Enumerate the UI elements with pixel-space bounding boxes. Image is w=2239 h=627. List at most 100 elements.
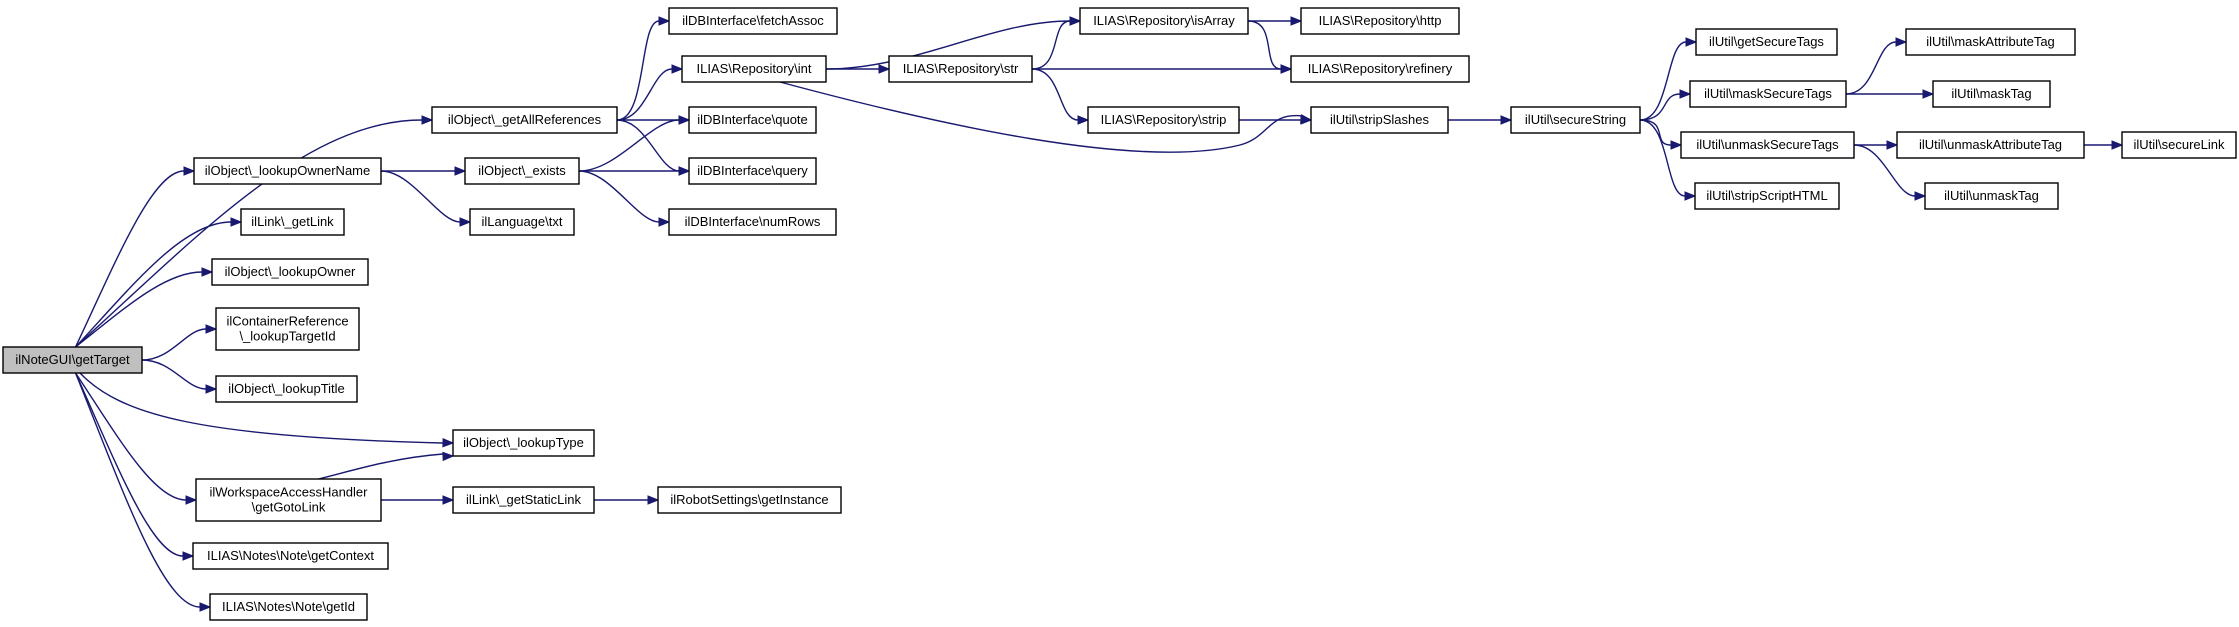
node-getId[interactable]: ILIAS\Notes\Note\getId [209,593,368,621]
arrowhead-stripSlashes-to-secureString [1500,115,1513,125]
node-box [193,157,382,185]
edge-repoStr-to-repoStrip [1031,68,1079,121]
edge-getAllReferences-to-repoInt [616,68,673,121]
node-box [215,375,358,403]
node-box [657,486,842,514]
node-box [1310,106,1449,134]
node-label: ILIAS\Notes\Note\getId [222,599,355,614]
node-repoStrip[interactable]: ILIAS\Repository\strip [1087,106,1240,134]
arrowhead-repoStrip-to-stripSlashes [1300,115,1313,125]
node-getContext[interactable]: ILIAS\Notes\Note\getContext [192,542,389,570]
node-getSecureTags[interactable]: ilUtil\getSecureTags [1695,28,1838,56]
node-isArray[interactable]: ILIAS\Repository\isArray [1079,7,1249,35]
node-root[interactable]: ilNoteGUI\getTarget [2,346,143,374]
node-lookupType[interactable]: ilObject\_lookupType [452,429,595,457]
node-lookupOwnerName[interactable]: ilObject\_lookupOwnerName [193,157,382,185]
arrowhead-lookupOwnerName-to-langTxt [459,217,472,227]
node-label: ilDBInterface\fetchAssoc [682,13,824,28]
arrowhead-lookupOwnerName-to-exists [454,166,467,176]
node-label: ilObject\_lookupType [463,435,584,450]
node-label: ILIAS\Repository\http [1319,13,1442,28]
node-box [668,7,838,35]
arrowhead-isArray-to-repoHttp [1290,16,1303,26]
edge-repoInt-to-isArray [825,20,1071,70]
arrowhead-exists-to-quote [678,115,691,125]
node-getGotoLink[interactable]: ilWorkspaceAccessHandler\getGotoLink [195,478,382,522]
node-label: ilObject\_lookupTitle [228,381,345,396]
node-maskTag[interactable]: ilUtil\maskTag [1932,80,2051,108]
arrowhead-root-to-lookupOwner [201,267,214,277]
node-box [1290,55,1470,83]
node-box [431,106,618,134]
node-maskSecureTags[interactable]: ilUtil\maskSecureTags [1689,80,1847,108]
node-secureLink[interactable]: ilUtil\secureLink [2121,131,2237,159]
node-stripSlashes[interactable]: ilUtil\stripSlashes [1310,106,1449,134]
node-box [1932,80,2051,108]
node-unmaskSecureTags[interactable]: ilUtil\unmaskSecureTags [1680,131,1855,159]
arrowhead-root-to-lookupOwnerName [183,166,196,176]
node-repoStr[interactable]: ILIAS\Repository\str [888,55,1033,83]
node-box [1905,28,2076,56]
node-langTxt[interactable]: ilLanguage\txt [469,208,575,236]
edge-root-to-lookupType [79,372,452,444]
node-box [681,55,827,83]
node-unmaskTag[interactable]: ilUtil\unmaskTag [1924,182,2059,210]
arrowhead-secureString-to-unmaskSecureTags [1670,140,1683,150]
node-label: ILIAS\Repository\str [903,61,1019,76]
node-label: ilNoteGUI\getTarget [15,352,130,367]
node-label: ilUtil\secureString [1525,112,1626,127]
edge-root-to-lookupOwner [75,271,203,348]
node-robotGetInstance[interactable]: ilRobotSettings\getInstance [657,486,842,514]
node-query[interactable]: ilDBInterface\query [688,157,817,185]
arrowhead-isArray-to-refinery [1280,64,1293,74]
node-box [1689,80,1847,108]
node-maskAttributeTag[interactable]: ilUtil\maskAttributeTag [1905,28,2076,56]
node-repoHttp[interactable]: ILIAS\Repository\http [1300,7,1460,35]
arrowhead-root-to-getAllReferences [421,115,434,125]
node-label: ilUtil\unmaskTag [1944,188,2039,203]
node-quote[interactable]: ilDBInterface\quote [688,106,817,134]
node-label: ilUtil\getSecureTags [1709,34,1824,49]
node-getLink[interactable]: ilLink\_getLink [240,208,345,236]
node-lookupOwner[interactable]: ilObject\_lookupOwner [211,258,369,286]
node-box [888,55,1033,83]
node-label: ilUtil\stripScriptHTML [1706,188,1827,203]
node-getStaticLink[interactable]: ilLink\_getStaticLink [452,486,595,514]
node-label: ILIAS\Repository\isArray [1093,13,1235,28]
edge-getAllReferences-to-fetchAssoc [616,20,660,121]
node-lookupTitle[interactable]: ilObject\_lookupTitle [215,375,358,403]
node-box [1694,182,1840,210]
arrowhead-repoInt-to-repoStr [878,64,891,74]
node-stripScriptHTML[interactable]: ilUtil\stripScriptHTML [1694,182,1840,210]
arrowhead-exists-to-query [678,166,691,176]
node-box [209,593,368,621]
node-repoInt[interactable]: ILIAS\Repository\int [681,55,827,83]
arrowhead-getGotoLink-to-getStaticLink [442,495,455,505]
edge-root-to-getAllReferences [75,119,423,348]
node-box [1079,7,1249,35]
edge-repoStr-to-isArray [1031,20,1071,70]
node-numRows[interactable]: ilDBInterface\numRows [668,208,837,236]
node-unmaskAttributeTag[interactable]: ilUtil\unmaskAttributeTag [1896,131,2085,159]
node-lookupTargetId[interactable]: ilContainerReference\_lookupTargetId [215,307,360,351]
arrowhead-root-to-lookupTargetId [205,324,218,334]
node-getAllReferences[interactable]: ilObject\_getAllReferences [431,106,618,134]
node-box [1896,131,2085,159]
edge-root-to-getContext [74,372,184,557]
node-box [1510,106,1641,134]
node-fetchAssoc[interactable]: ilDBInterface\fetchAssoc [668,7,838,35]
node-label: ilLink\_getStaticLink [466,492,581,507]
node-label: ilDBInterface\quote [697,112,808,127]
node-exists[interactable]: ilObject\_exists [464,157,580,185]
arrowhead-getAllReferences-to-fetchAssoc [658,16,671,26]
node-secureString[interactable]: ilUtil\secureString [1510,106,1641,134]
node-box [668,208,837,236]
edge-root-to-getGotoLink [74,372,187,501]
node-box [1680,131,1855,159]
node-refinery[interactable]: ILIAS\Repository\refinery [1290,55,1470,83]
edge-isArray-to-refinery [1247,20,1282,70]
arrowhead-getGotoLink-to-lookupType [442,451,455,462]
arrowhead-root-to-getId [199,602,212,612]
arrowhead-getAllReferences-to-repoInt [671,64,684,74]
